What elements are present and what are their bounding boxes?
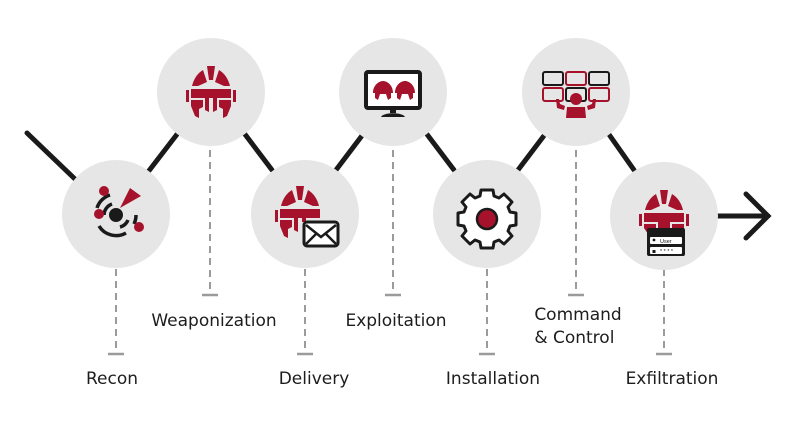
stage-node-installation: [433, 160, 541, 268]
operator-screens-icon: [542, 71, 610, 118]
stage-node-recon: [62, 160, 170, 268]
helmet-icon: [275, 186, 320, 238]
login-user-label: User: [660, 239, 672, 245]
envelope-icon: [302, 220, 340, 248]
stage-node-exploitation: [339, 38, 447, 146]
stage-label-exfiltration: Exfiltration: [625, 369, 719, 389]
login-card: User ****: [647, 228, 685, 256]
arrow-right-icon: [743, 191, 772, 241]
connector-lines: [24, 130, 772, 241]
stage-label-recon: Recon: [85, 369, 139, 389]
radar-icon: [94, 186, 144, 238]
helmet-icon: [395, 81, 415, 100]
helmet-icon: [186, 66, 236, 118]
connector-command-exfiltration: [605, 130, 637, 173]
gear-icon: [456, 188, 518, 250]
stage-label-command-control: Command & Control: [534, 305, 622, 348]
stage-node-delivery: [251, 160, 359, 268]
connector-recon-weaponization: [145, 130, 181, 175]
lock-icon: [652, 250, 656, 253]
node-circle: [522, 38, 630, 146]
stage-node-exfiltration: User ****: [610, 162, 718, 270]
login-password-mask: ****: [660, 249, 675, 255]
stage-node-command-control: [522, 38, 630, 146]
connector-weaponization-delivery: [241, 130, 275, 173]
monitor-icon: [364, 70, 422, 117]
connector-installation-command: [515, 130, 549, 173]
connector-exploitation-installation: [423, 130, 457, 173]
user-icon: [652, 238, 656, 242]
stage-label-installation: Installation: [445, 369, 541, 389]
stage-label-delivery: Delivery: [278, 369, 350, 389]
leader-lines: [108, 150, 672, 356]
helmet-icon: [373, 81, 393, 100]
stage-label-exploitation: Exploitation: [345, 311, 447, 331]
stage-label-weaponization: Weaponization: [151, 311, 277, 331]
stage-node-weaponization: [157, 38, 265, 146]
connector-delivery-exploitation: [333, 130, 367, 173]
lead-in-line: [24, 130, 79, 183]
